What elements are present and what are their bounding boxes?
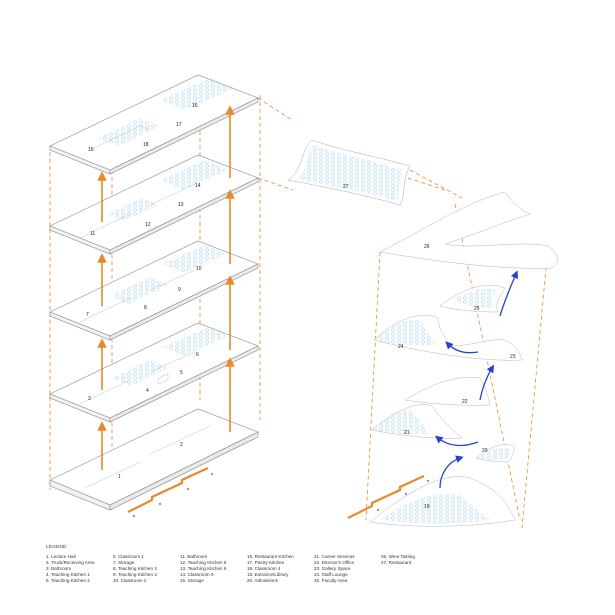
floor-label-21: 21 <box>404 430 410 436</box>
floor-label-24: 24 <box>398 344 404 350</box>
legend-item: 3. Bathroom <box>46 566 72 571</box>
legend-item: 21. Career Services <box>314 554 355 559</box>
floor-label-13: 13 <box>178 202 184 208</box>
legend-item: 26. Wine Tasting <box>381 554 415 559</box>
left-floor-room-hatching <box>98 78 235 386</box>
floor-label-1: 1 <box>118 474 121 480</box>
floor-label-7: 7 <box>86 312 89 318</box>
legend-item: 20. Admissions <box>247 578 278 583</box>
legend-item: 18. Classroom 4 <box>247 566 281 571</box>
floor-label-16: 16 <box>192 103 198 109</box>
floor-label-25: 25 <box>474 306 480 312</box>
right-entry-steps <box>376 479 430 512</box>
right-building-envelope <box>365 203 549 529</box>
floor-label-26: 26 <box>424 244 430 250</box>
floor-label-11: 11 <box>90 231 95 237</box>
floor-label-5: 5 <box>180 370 183 376</box>
legend-item: 5. Teaching Kitchen 2 <box>46 578 90 583</box>
legend-title: LEGEND <box>46 544 67 549</box>
right-floor-labels: 19 20 21 22 23 24 25 26 <box>398 244 516 510</box>
legend-item: 7. Storage <box>113 560 135 565</box>
legend-item: 23. Gallery Space <box>314 566 351 571</box>
floor-label-8: 8 <box>144 305 147 311</box>
legend-item: 17. Pastry Kitchen <box>247 560 285 565</box>
floor-label-10: 10 <box>196 266 202 272</box>
legend-item: 2. Truck/Receiving Area <box>46 560 95 565</box>
floor-label-2: 2 <box>180 442 183 448</box>
floor-label-23: 23 <box>510 354 516 360</box>
legend-item: 19. Entrance/Library <box>247 572 289 577</box>
left-floor-labels: 1 2 3 4 5 6 7 8 9 10 11 12 13 14 15 16 1… <box>86 103 202 480</box>
left-floor-walls <box>79 125 211 489</box>
legend-item: 27. Restaurant <box>381 560 412 565</box>
legend-item: 24. Staff Lounge <box>314 572 348 577</box>
left-entry-steps <box>132 472 214 518</box>
legend-item: 22. Director's Office <box>314 560 355 565</box>
left-floor-plates <box>49 74 259 511</box>
left-entry-path <box>127 467 209 513</box>
floor-label-27: 27 <box>343 184 349 190</box>
right-floor-plates <box>369 191 558 527</box>
floor-label-15: 15 <box>88 147 94 153</box>
legend-item: 10. Classroom 2 <box>113 578 147 583</box>
left-circulation-arrows <box>97 105 235 470</box>
floor-label-3: 3 <box>88 396 91 402</box>
floor-label-17: 17 <box>176 122 182 128</box>
floor-label-14: 14 <box>195 183 201 189</box>
right-floor-room-hatching <box>372 288 511 524</box>
legend-item: 15. Storage <box>180 578 204 583</box>
legend-item: 14. Classroom 3 <box>180 572 214 577</box>
right-entry-path <box>347 475 425 519</box>
floor-label-9: 9 <box>178 287 181 293</box>
legend-item: 4. Teaching Kitchen 1 <box>46 572 90 577</box>
right-circulation-arrows <box>434 270 519 489</box>
floor-label-19: 19 <box>424 504 430 510</box>
restaurant-floor-27: 27 <box>287 139 411 206</box>
floor-label-12: 12 <box>145 222 151 228</box>
connector-dashes <box>257 97 463 199</box>
floor-label-20: 20 <box>482 448 488 454</box>
legend-item: 1. Lecture Hall <box>46 554 76 559</box>
legend-item: 11. Bathroom <box>180 554 208 559</box>
floor-label-18: 18 <box>143 142 149 148</box>
floor-label-22: 22 <box>462 399 468 405</box>
floor-label-4: 4 <box>146 388 149 394</box>
legend-item: 16. Restaurant Kitchen <box>247 554 294 559</box>
legend-item: 25. Faculty Area <box>314 578 348 583</box>
floor-label-6: 6 <box>196 352 199 358</box>
legend-item: 8. Teaching Kitchen 3 <box>113 566 157 571</box>
legend-item: 12. Teaching Kitchen 5 <box>180 560 227 565</box>
legend-item: 9. Teaching Kitchen 4 <box>113 572 157 577</box>
legend-item: 13. Teaching Kitchen 6 <box>180 566 227 571</box>
legend-item: 6. Classroom 1 <box>113 554 144 559</box>
